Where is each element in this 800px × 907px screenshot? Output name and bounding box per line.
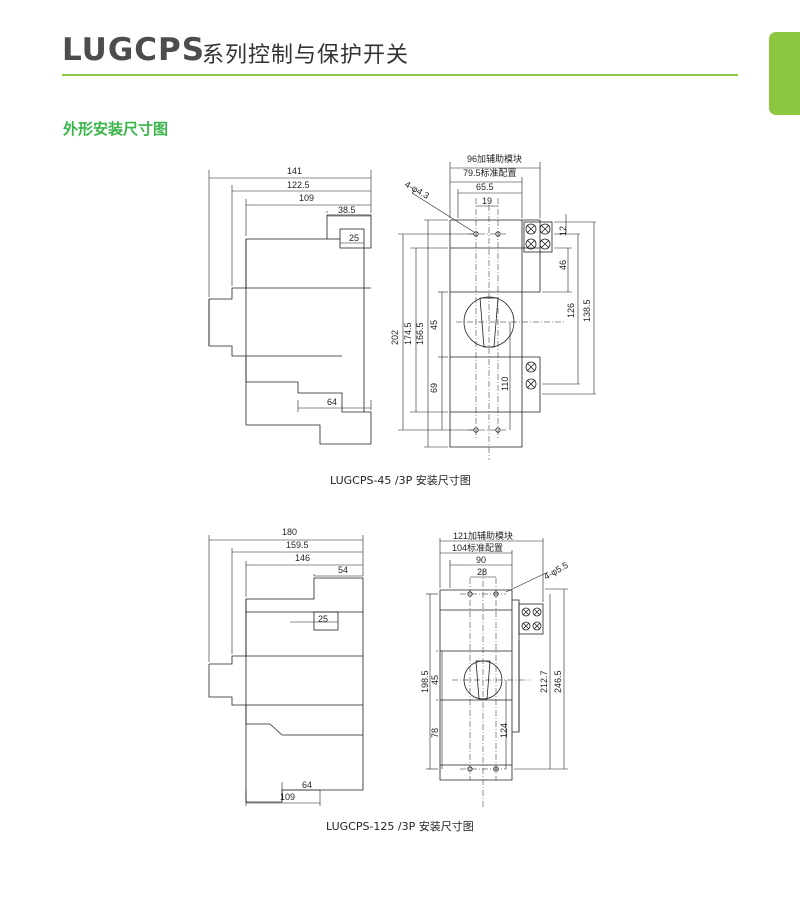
dim-174-5: 174.5: [403, 322, 413, 345]
hole-spec-5-5: 4-φ5.5: [542, 560, 570, 582]
dim-246-5: 246.5: [553, 670, 563, 693]
dim-121-aux: 121加辅助模块: [453, 530, 513, 541]
dim-202: 202: [390, 330, 400, 345]
caption-lugcps-125: LUGCPS-125 /3P 安装尺寸图: [326, 820, 474, 833]
terminal-screws: [518, 603, 544, 635]
dim-54: 54: [338, 565, 348, 575]
dim-46: 46: [558, 260, 568, 270]
dim-124: 124: [499, 723, 509, 738]
dim-198-5: 198.5: [420, 670, 430, 693]
front-view-125: 121加辅助模块 104标准配置 90 28 4-φ5.5 198.5 45: [420, 530, 570, 808]
front-view-45: 96加辅助模块 79.5标准配置 65.5 19 4-φ4.3: [390, 153, 596, 460]
hole-spec-4-3: 4-φ4.3: [403, 179, 431, 201]
dim-96-aux: 96加辅助模块: [467, 153, 522, 164]
mounting-holes: [473, 231, 501, 433]
dim-25: 25: [349, 233, 359, 243]
dim-19: 19: [482, 196, 492, 206]
dim-25-b: 25: [318, 614, 328, 624]
side-tab: [769, 32, 800, 115]
dim-69: 69: [429, 383, 439, 393]
dim-109: 109: [299, 193, 314, 203]
dim-180: 180: [282, 527, 297, 537]
dim-138-5: 138.5: [582, 299, 592, 322]
terminal-screws-bottom: [525, 361, 537, 390]
dim-65-5: 65.5: [476, 182, 494, 192]
dim-122-5: 122.5: [287, 180, 310, 190]
dim-12: 12: [558, 226, 568, 236]
dim-38-5: 38.5: [338, 205, 356, 215]
terminal-screws-top: [523, 221, 553, 253]
dim-45: 45: [429, 320, 439, 330]
dim-126: 126: [566, 303, 576, 318]
dim-45-b: 45: [430, 675, 440, 685]
dim-159-5: 159.5: [286, 540, 309, 550]
brand-title: LUGCPS: [62, 32, 206, 68]
dim-110: 110: [500, 377, 510, 391]
section-title: 外形安装尺寸图: [63, 120, 169, 138]
side-view-45: 141 122.5 109 38.5 25 64: [208, 166, 372, 445]
side-view-125: 180 159.5 146 54 25 64 109: [208, 527, 364, 806]
dim-141: 141: [287, 166, 302, 176]
dim-109-b: 109: [280, 792, 295, 802]
dim-146: 146: [295, 553, 310, 563]
series-subtitle: 系列控制与保护开关: [202, 43, 410, 68]
dim-90: 90: [476, 555, 486, 565]
dim-64-b: 64: [302, 780, 312, 790]
dim-28: 28: [477, 567, 487, 577]
header-rule: [62, 74, 738, 76]
dim-166-5: 166.5: [415, 322, 425, 345]
caption-lugcps-45: LUGCPS-45 /3P 安装尺寸图: [330, 474, 471, 487]
dim-78: 78: [430, 728, 440, 738]
dim-212-7: 212.7: [539, 670, 549, 693]
dim-104-std: 104标准配置: [452, 542, 503, 553]
dim-79-5-std: 79.5标准配置: [463, 167, 517, 178]
dim-64: 64: [327, 397, 337, 407]
